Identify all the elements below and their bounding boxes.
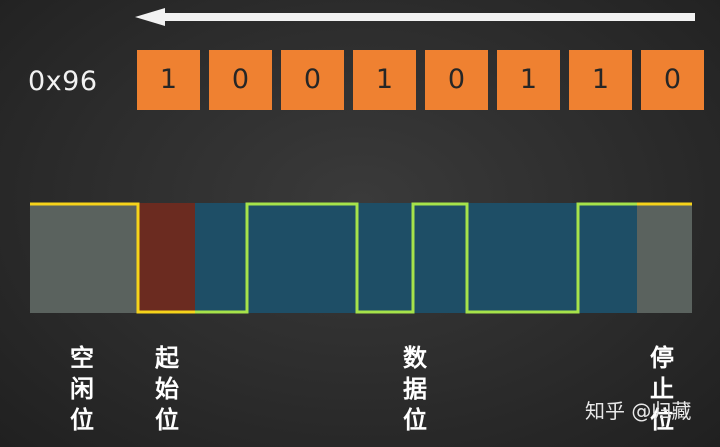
bit-box-7: 1 xyxy=(569,50,632,110)
idle-start-signal-line xyxy=(30,202,195,314)
hex-value-label: 0x96 xyxy=(28,66,98,97)
idle-bit-label: 空闲位 xyxy=(62,343,102,436)
idle-region xyxy=(30,203,138,313)
start-bit-label: 起始位 xyxy=(147,343,187,436)
bit-box-2: 0 xyxy=(209,50,272,110)
bit-box-5: 0 xyxy=(425,50,488,110)
data-bits-label-text: 数据位 xyxy=(403,344,427,434)
stop-bit-label-text: 停止位 xyxy=(650,344,674,434)
stop-bit-label: 停止位 xyxy=(642,343,682,436)
idle-bit-label-text: 空闲位 xyxy=(70,344,94,434)
stop-bit-region xyxy=(637,203,692,313)
data-bits-label: 数据位 xyxy=(395,343,435,436)
bit-box-8: 0 xyxy=(641,50,704,110)
bit-box-3: 0 xyxy=(281,50,344,110)
zhihu-watermark: 知乎 @归藏 xyxy=(585,399,692,423)
data-signal-line xyxy=(195,202,637,314)
start-bit-label-text: 起始位 xyxy=(155,344,179,434)
start-bit-region xyxy=(138,203,195,313)
bit-box-6: 1 xyxy=(497,50,560,110)
transmission-direction-arrow xyxy=(135,8,695,26)
bit-box-4: 1 xyxy=(353,50,416,110)
bit-box-1: 1 xyxy=(137,50,200,110)
data-bits-region xyxy=(195,203,637,313)
